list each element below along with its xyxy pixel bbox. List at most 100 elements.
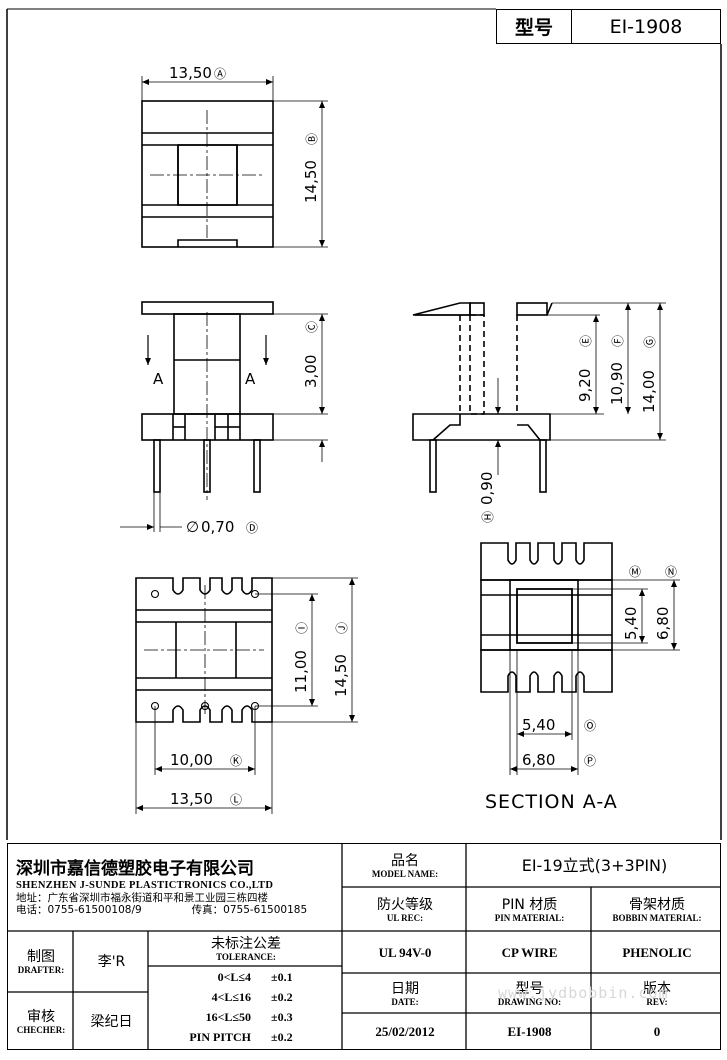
side-view — [412, 302, 666, 493]
section-caption: SECTION A-A — [485, 791, 618, 813]
dim-f-value: 10,90 — [608, 362, 626, 405]
dim-k-value: 10,00 — [170, 751, 213, 769]
bobbin-en: BOBBIN MATERIAL: — [612, 912, 702, 923]
dim-g-value: 14,00 — [640, 370, 658, 413]
drafter-value: 李'R — [97, 954, 126, 971]
dim-d-symbol: ∅ — [186, 518, 199, 536]
checker-value: 梁纪日 — [90, 1013, 133, 1030]
dimension-labels: 13,50 Ⓐ 14,50 Ⓑ 3,00 Ⓒ A A ∅ 0,70 Ⓓ 9,20… — [153, 64, 677, 813]
dim-j-marker: Ⓙ — [335, 622, 349, 634]
rev-en: REV: — [646, 996, 668, 1007]
drafter-en: DRAFTER: — [17, 965, 65, 976]
dim-o-marker: Ⓞ — [584, 719, 596, 733]
company-phone: 电话：0755-61500108/9 — [16, 903, 142, 916]
dim-m-value: 5,40 — [622, 607, 640, 640]
header-model-value: EI-1908 — [609, 15, 683, 38]
bobbin-header: 骨架材质 BOBBIN MATERIAL: — [592, 888, 722, 932]
dim-e-marker: Ⓔ — [579, 335, 593, 347]
title-block: 深圳市嘉信德塑胶电子有限公司 SHENZHEN J-SUNDE PLASTICT… — [6, 842, 722, 1051]
drawing-no-header: 型号 DRAWING NO: — [467, 974, 592, 1014]
pin-value: CP WIRE — [501, 944, 558, 960]
company-fax: 传真：0755-61500185 — [191, 903, 308, 916]
dim-b-value: 14,50 — [302, 160, 320, 203]
ul-cn: 防火等级 — [377, 896, 433, 913]
dim-p-marker: Ⓟ — [584, 754, 596, 768]
front-view — [120, 301, 328, 532]
tolerance-table: 0<L≤4 ±0.1 4<L≤16 ±0.2 16<L≤50 ±0.3 PIN … — [149, 970, 343, 1050]
tolerance-en: TOLERANCE: — [216, 952, 276, 963]
header-model-box: 型号 EI-1908 — [496, 9, 721, 44]
model-name-en: MODEL NAME: — [371, 868, 439, 879]
bobbin-cn: 骨架材质 — [629, 896, 685, 913]
dim-f-marker: Ⓕ — [611, 335, 625, 347]
pin-en: PIN MATERIAL: — [494, 912, 565, 923]
dim-c-marker: Ⓒ — [305, 321, 319, 333]
dim-h-marker: Ⓗ — [481, 511, 495, 523]
title-block-grid — [6, 842, 721, 1050]
pin-header: PIN 材质 PIN MATERIAL: — [467, 888, 592, 932]
section-arrow-right-label: A — [245, 370, 256, 388]
dim-k-marker: Ⓚ — [230, 754, 242, 768]
checker-en: CHECHER: — [16, 1024, 66, 1035]
model-name-cn: 品名 — [391, 852, 419, 869]
tolerance-header: 未标注公差 TOLERANCE: — [149, 932, 343, 967]
drawing-en: DRAWING NO: — [497, 996, 562, 1007]
rev-cn: 版本 — [643, 980, 671, 997]
section-a-a-view — [480, 542, 680, 775]
section-arrow-left-label: A — [153, 370, 164, 388]
dim-o-value: 5,40 — [522, 716, 555, 734]
dim-n-value: 6,80 — [654, 607, 672, 640]
date-cn: 日期 — [391, 980, 419, 997]
drafter-cn: 制图 — [27, 949, 55, 966]
tolerance-cn: 未标注公差 — [211, 936, 281, 953]
dim-l-marker: Ⓛ — [230, 793, 242, 807]
company-address: 地址：广东省深圳市福永街道和平和景工业园三栋四楼 — [16, 891, 268, 904]
dim-d-value: 0,70 — [201, 518, 234, 536]
header-model-label: 型号 — [497, 10, 572, 43]
dim-c-value: 3,00 — [302, 355, 320, 388]
tolerance-row: 4<L≤16 ±0.2 — [211, 990, 293, 1004]
date-en: DATE: — [391, 996, 419, 1007]
model-name-header: 品名 MODEL NAME: — [343, 844, 467, 888]
dim-h-value: 0,90 — [478, 472, 496, 505]
dim-d-marker: Ⓓ — [246, 521, 258, 535]
company-info: 深圳市嘉信德塑胶电子有限公司 SHENZHEN J-SUNDE PLASTICT… — [8, 844, 343, 932]
date-header: 日期 DATE: — [343, 974, 467, 1014]
tolerance-row: 16<L≤50 ±0.3 — [205, 1010, 293, 1024]
bobbin-value: PHENOLIC — [622, 944, 692, 960]
watermark: www.jydbobbin.com — [498, 984, 669, 1002]
drawing-cn: 型号 — [515, 980, 544, 997]
company-name-en: SHENZHEN J-SUNDE PLASTICTRONICS CO.,LTD — [16, 879, 274, 891]
top-view — [141, 76, 328, 248]
date-value: 25/02/2012 — [375, 1024, 435, 1040]
dim-i-marker: Ⓘ — [295, 622, 309, 634]
dim-p-value: 6,80 — [522, 751, 555, 769]
dim-g-marker: Ⓖ — [643, 336, 657, 348]
technical-drawing: 13,50 Ⓐ 14,50 Ⓑ 3,00 Ⓒ A A ∅ 0,70 Ⓓ 9,20… — [6, 8, 722, 840]
ul-en: UL REC: — [386, 912, 424, 923]
drawing-no-value: EI-1908 — [507, 1024, 552, 1040]
tolerance-row: PIN PITCH ±0.2 — [189, 1030, 293, 1044]
dim-l-value: 13,50 — [170, 790, 213, 808]
ul-value: UL 94V-0 — [378, 944, 432, 960]
pin-cn: PIN 材质 — [501, 896, 558, 913]
dim-a-marker: Ⓐ — [214, 67, 226, 81]
checker-cn: 审核 — [27, 1008, 55, 1025]
bottom-view — [135, 577, 358, 814]
dim-n-marker: Ⓝ — [665, 565, 677, 579]
drafter-header: 制图 DRAFTER: — [8, 932, 74, 993]
model-name-value: EI-19立式(3+3PIN) — [521, 855, 668, 875]
dim-m-marker: Ⓜ — [629, 565, 641, 579]
tolerance-row: 0<L≤4 ±0.1 — [217, 970, 293, 984]
rev-header: 版本 REV: — [592, 974, 722, 1014]
dim-b-marker: Ⓑ — [305, 133, 319, 145]
dim-i-value: 11,00 — [292, 650, 310, 693]
rev-value: 0 — [653, 1024, 661, 1040]
ul-header: 防火等级 UL REC: — [343, 888, 467, 932]
dim-j-value: 14,50 — [332, 654, 350, 697]
dim-e-value: 9,20 — [576, 369, 594, 402]
dim-a-value: 13,50 — [169, 64, 212, 82]
company-name-cn: 深圳市嘉信德塑胶电子有限公司 — [16, 859, 254, 880]
checker-header: 审核 CHECHER: — [8, 993, 74, 1051]
